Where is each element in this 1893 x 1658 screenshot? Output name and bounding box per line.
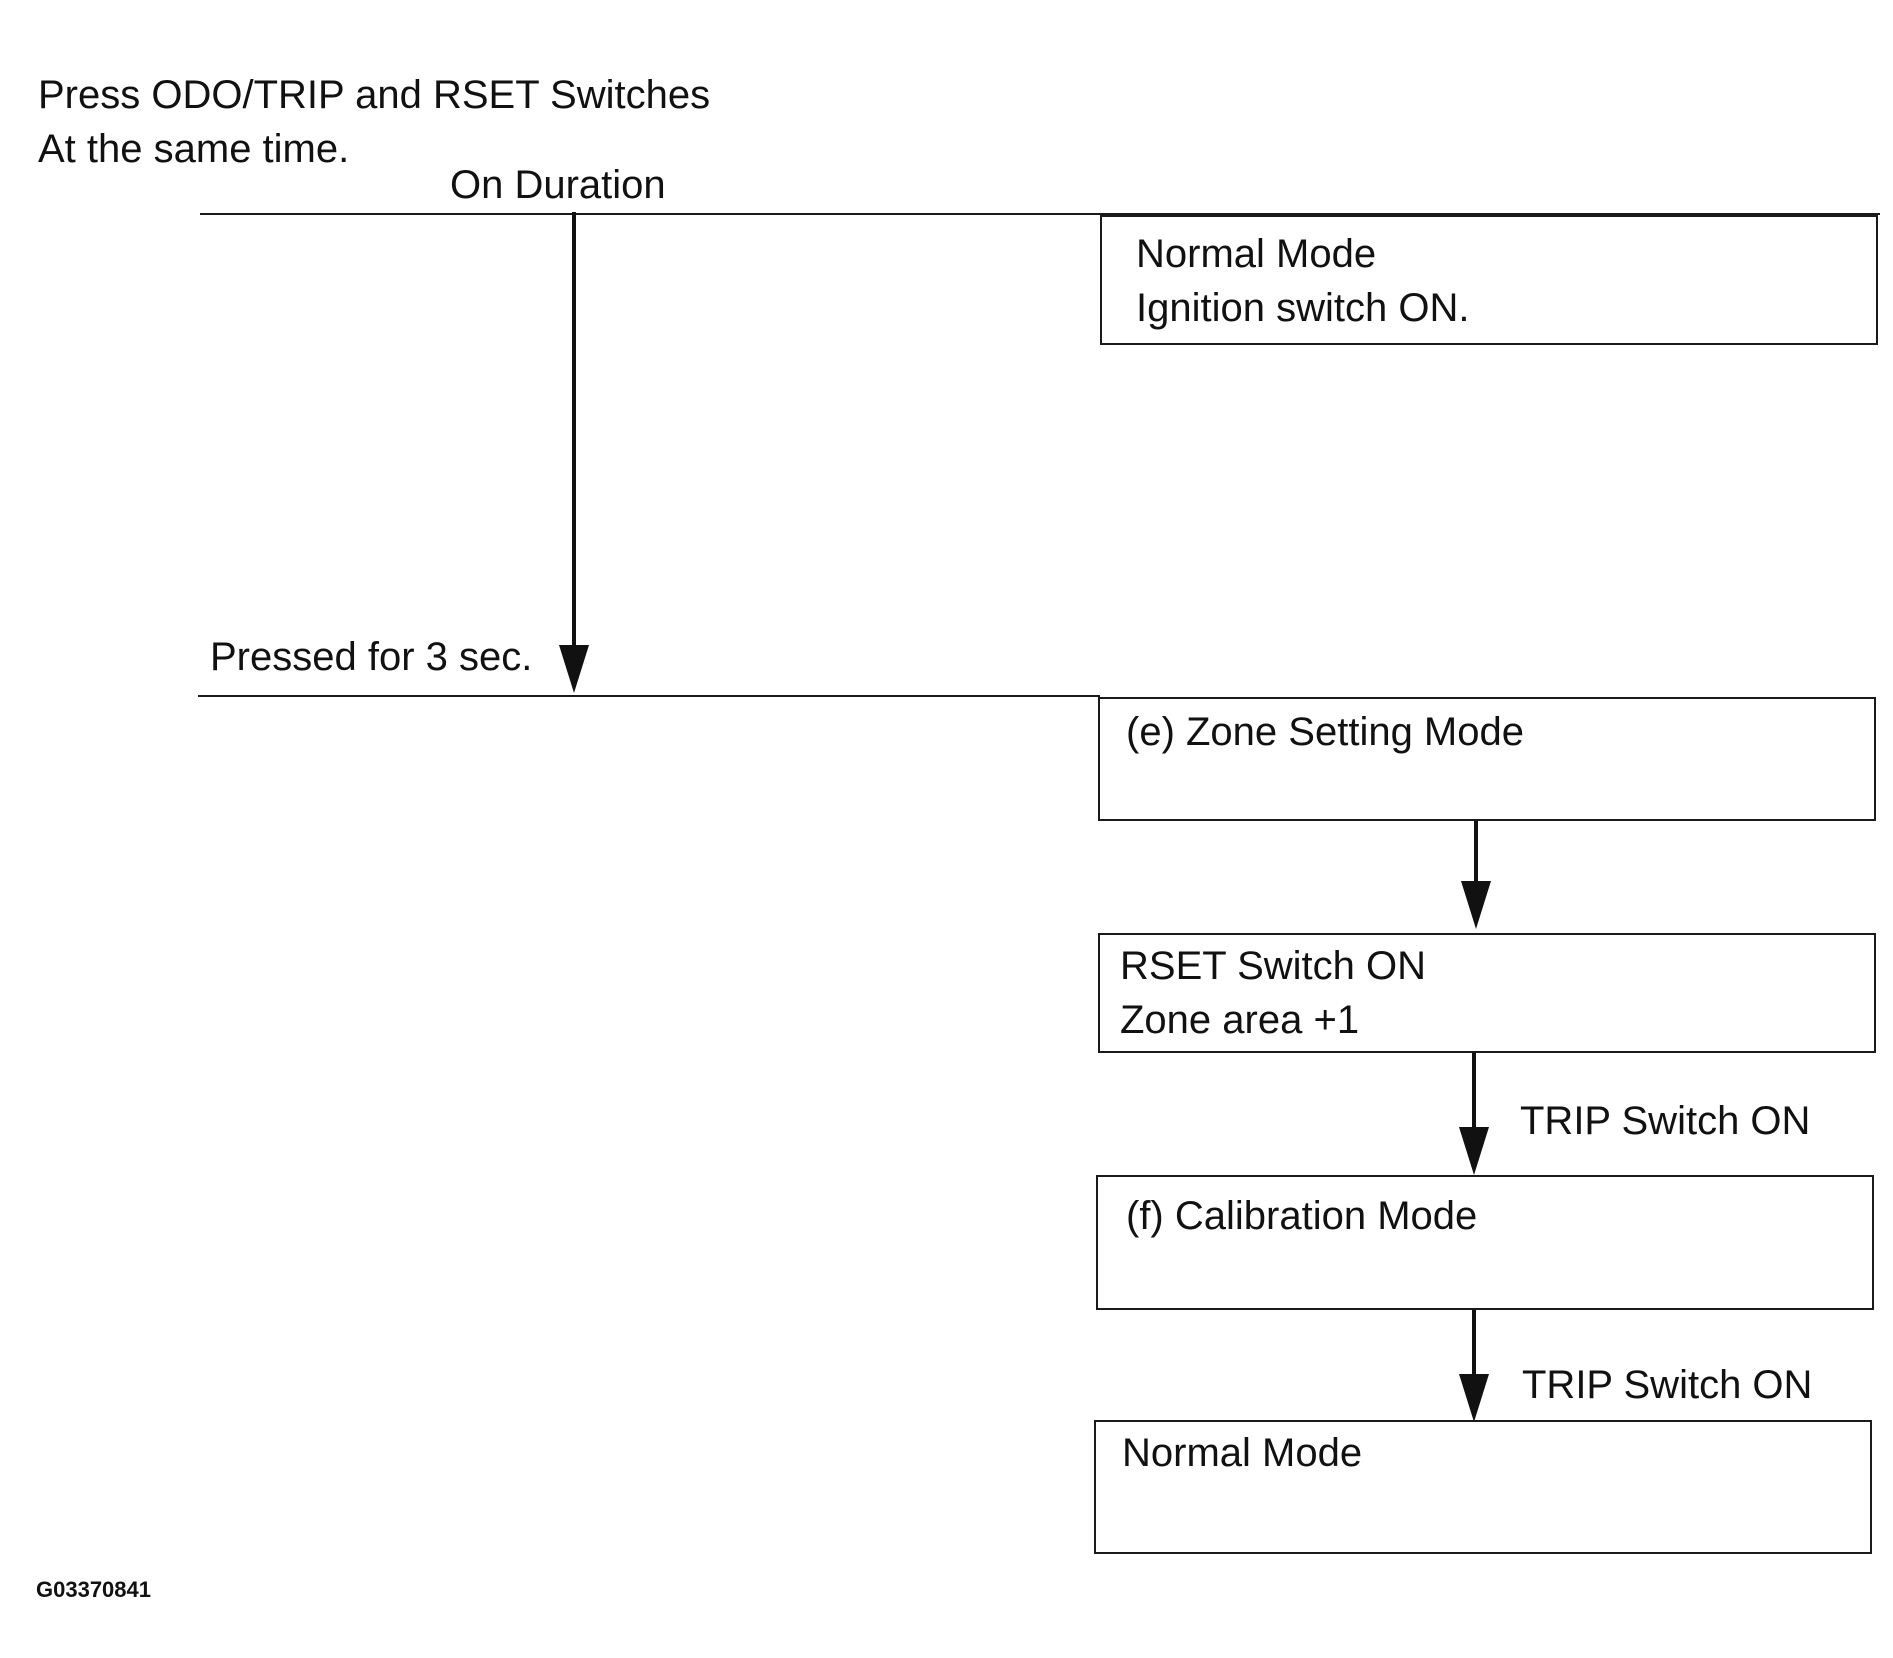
transition-arrow-1-head xyxy=(1461,881,1491,929)
rset-switch-box: RSET Switch ON Zone area +1 xyxy=(1098,933,1876,1053)
transition-arrow-2-shaft xyxy=(1472,1053,1476,1129)
box-title: (f) Calibration Mode xyxy=(1126,1194,1478,1238)
normal-mode-box-end: Normal Mode xyxy=(1094,1420,1872,1554)
instruction-line-2: At the same time. xyxy=(38,127,350,171)
duration-arrow-shaft xyxy=(572,212,576,652)
transition-arrow-1-shaft xyxy=(1474,821,1478,881)
box-subtitle: Ignition switch ON. xyxy=(1136,286,1470,330)
calibration-mode-box: (f) Calibration Mode xyxy=(1096,1175,1874,1310)
pressed-duration-label: Pressed for 3 sec. xyxy=(210,635,533,679)
on-duration-line xyxy=(200,213,1880,215)
box-subtitle: Zone area +1 xyxy=(1120,998,1360,1042)
transition-arrow-2-head xyxy=(1459,1127,1489,1175)
transition-label-trip-2: TRIP Switch ON xyxy=(1522,1363,1813,1407)
transition-arrow-3-head xyxy=(1459,1374,1489,1422)
instruction-line-1: Press ODO/TRIP and RSET Switches xyxy=(38,73,711,117)
on-duration-label: On Duration xyxy=(450,163,666,207)
box-title: Normal Mode xyxy=(1136,232,1377,276)
transition-arrow-3-shaft xyxy=(1472,1310,1476,1376)
normal-mode-box-start: Normal Mode Ignition switch ON. xyxy=(1100,215,1878,345)
transition-label-trip-1: TRIP Switch ON xyxy=(1520,1099,1811,1143)
box-title: (e) Zone Setting Mode xyxy=(1126,710,1524,754)
zone-setting-mode-box: (e) Zone Setting Mode xyxy=(1098,697,1876,821)
duration-arrowhead xyxy=(559,645,589,693)
pressed-line xyxy=(198,695,1100,697)
figure-id: G03370841 xyxy=(36,1577,151,1602)
box-title: Normal Mode xyxy=(1122,1431,1363,1475)
box-title: RSET Switch ON xyxy=(1120,944,1426,988)
